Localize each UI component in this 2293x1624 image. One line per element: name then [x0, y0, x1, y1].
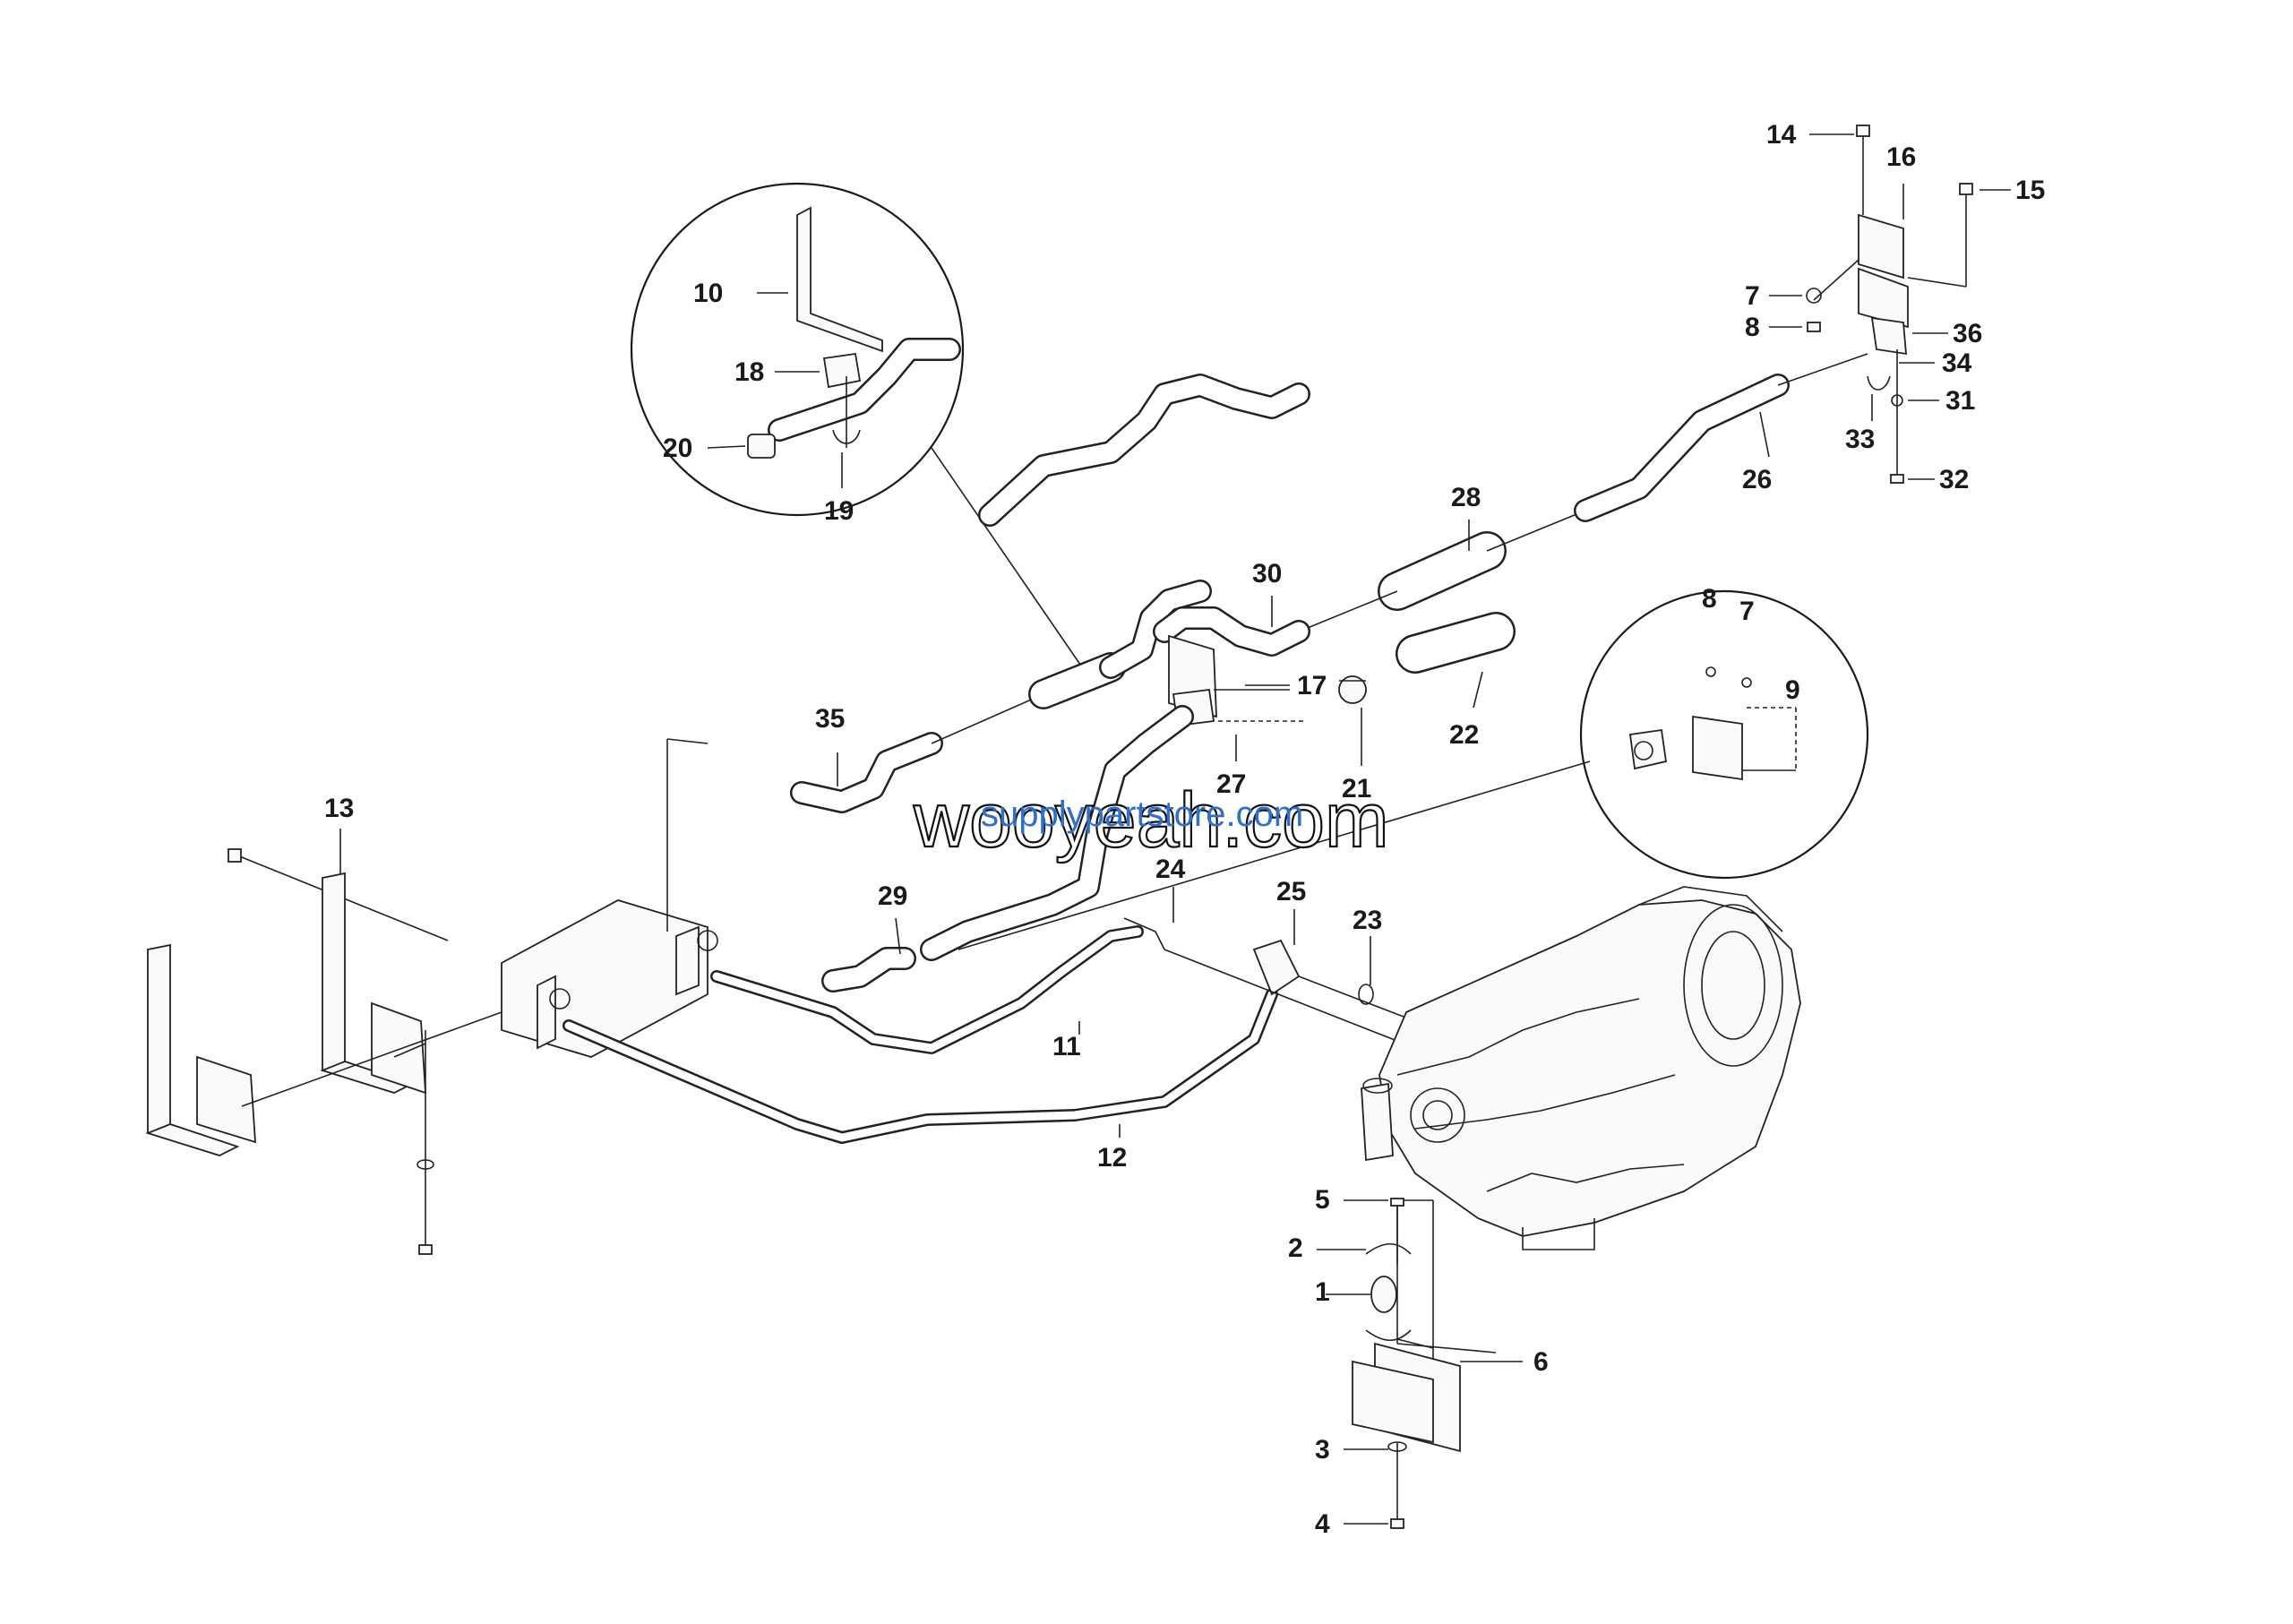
- callout-23: 23: [1353, 906, 1382, 935]
- callout-25: 25: [1276, 877, 1306, 907]
- callout-6: 6: [1533, 1347, 1549, 1377]
- callout-36: 36: [1953, 319, 1982, 348]
- callout-8-detail: 8: [1702, 584, 1717, 614]
- top-right-bracket: [1806, 125, 1973, 484]
- lower-pipe-29: [821, 705, 1194, 992]
- hose-11: [710, 917, 1165, 1054]
- callout-20: 20: [663, 434, 692, 463]
- callout-24: 24: [1155, 855, 1186, 884]
- callout-33: 33: [1845, 425, 1875, 454]
- detail-circle-right: [958, 589, 1869, 950]
- upper-pipe-assembly: [790, 353, 1868, 813]
- callout-12: 12: [1097, 1143, 1127, 1173]
- callout-7-detail: 7: [1739, 597, 1755, 626]
- watermark: wooyeah.com supplypartstore.com: [912, 777, 1390, 864]
- callout-9: 9: [1785, 675, 1800, 705]
- callout-29: 29: [878, 881, 907, 911]
- clamp-21: [1338, 675, 1367, 704]
- detail-circle-left: [630, 182, 1089, 677]
- callout-27: 27: [1216, 769, 1246, 799]
- callout-labels: 1 2 3 4 5 6 7 8 9 10 11 12 13 14 15 16 1…: [324, 120, 2045, 1539]
- hose-line-24-25: [1164, 949, 1416, 1049]
- watermark-main: wooyeah.com: [913, 778, 1389, 864]
- callout-22: 22: [1449, 720, 1479, 750]
- callout-30: 30: [1252, 559, 1282, 589]
- callout-3: 3: [1315, 1435, 1330, 1465]
- hose-12: [563, 939, 1301, 1144]
- sleeve-22: [1396, 612, 1516, 674]
- callout-14: 14: [1766, 120, 1797, 150]
- callout-18: 18: [734, 357, 764, 387]
- callout-10: 10: [693, 279, 723, 308]
- callout-7-main: 7: [1745, 281, 1760, 311]
- callout-34: 34: [1942, 348, 1972, 378]
- callout-16: 16: [1886, 142, 1916, 172]
- bottom-bracket: [1352, 1198, 1497, 1529]
- callout-17: 17: [1297, 671, 1327, 700]
- callout-1: 1: [1315, 1277, 1330, 1307]
- callout-26: 26: [1742, 465, 1772, 494]
- callout-2: 2: [1288, 1233, 1303, 1263]
- callout-11: 11: [1052, 1032, 1081, 1061]
- callout-32: 32: [1939, 465, 1969, 494]
- callout-31: 31: [1945, 386, 1975, 416]
- bracket-13: [145, 848, 502, 1255]
- watermark-overlay: supplypartstore.com: [981, 795, 1303, 834]
- transmission: [1361, 886, 1801, 1250]
- callout-4: 4: [1315, 1509, 1330, 1539]
- callout-19: 19: [824, 496, 854, 526]
- callout-28: 28: [1451, 483, 1481, 512]
- callout-35: 35: [815, 704, 845, 734]
- callout-15: 15: [2015, 176, 2045, 205]
- cooler: [501, 738, 718, 1058]
- callout-5: 5: [1315, 1185, 1330, 1215]
- callout-21: 21: [1342, 774, 1371, 803]
- callout-8-main: 8: [1745, 313, 1760, 342]
- callout-13: 13: [324, 794, 354, 823]
- leader-lines: [339, 133, 2011, 1525]
